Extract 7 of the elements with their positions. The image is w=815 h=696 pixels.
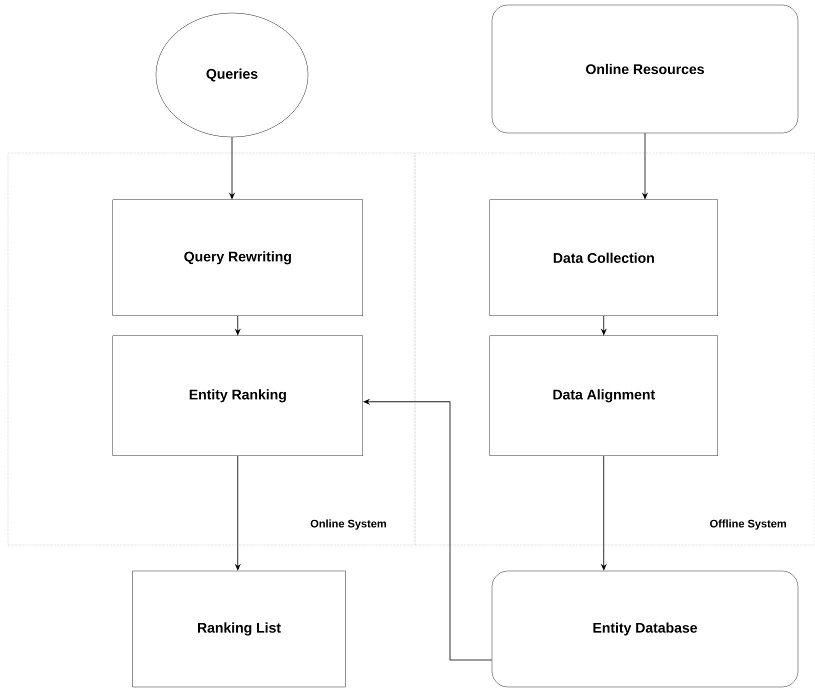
process-box: Query Rewriting xyxy=(112,200,363,316)
process-box: Data Alignment xyxy=(490,336,718,456)
data-box: Entity Database xyxy=(492,570,798,688)
process-box: Data Collection xyxy=(490,200,718,316)
process-box: Ranking List xyxy=(132,570,346,688)
process-box: Entity Ranking xyxy=(112,336,363,456)
data-box: Online Resources xyxy=(492,4,798,134)
